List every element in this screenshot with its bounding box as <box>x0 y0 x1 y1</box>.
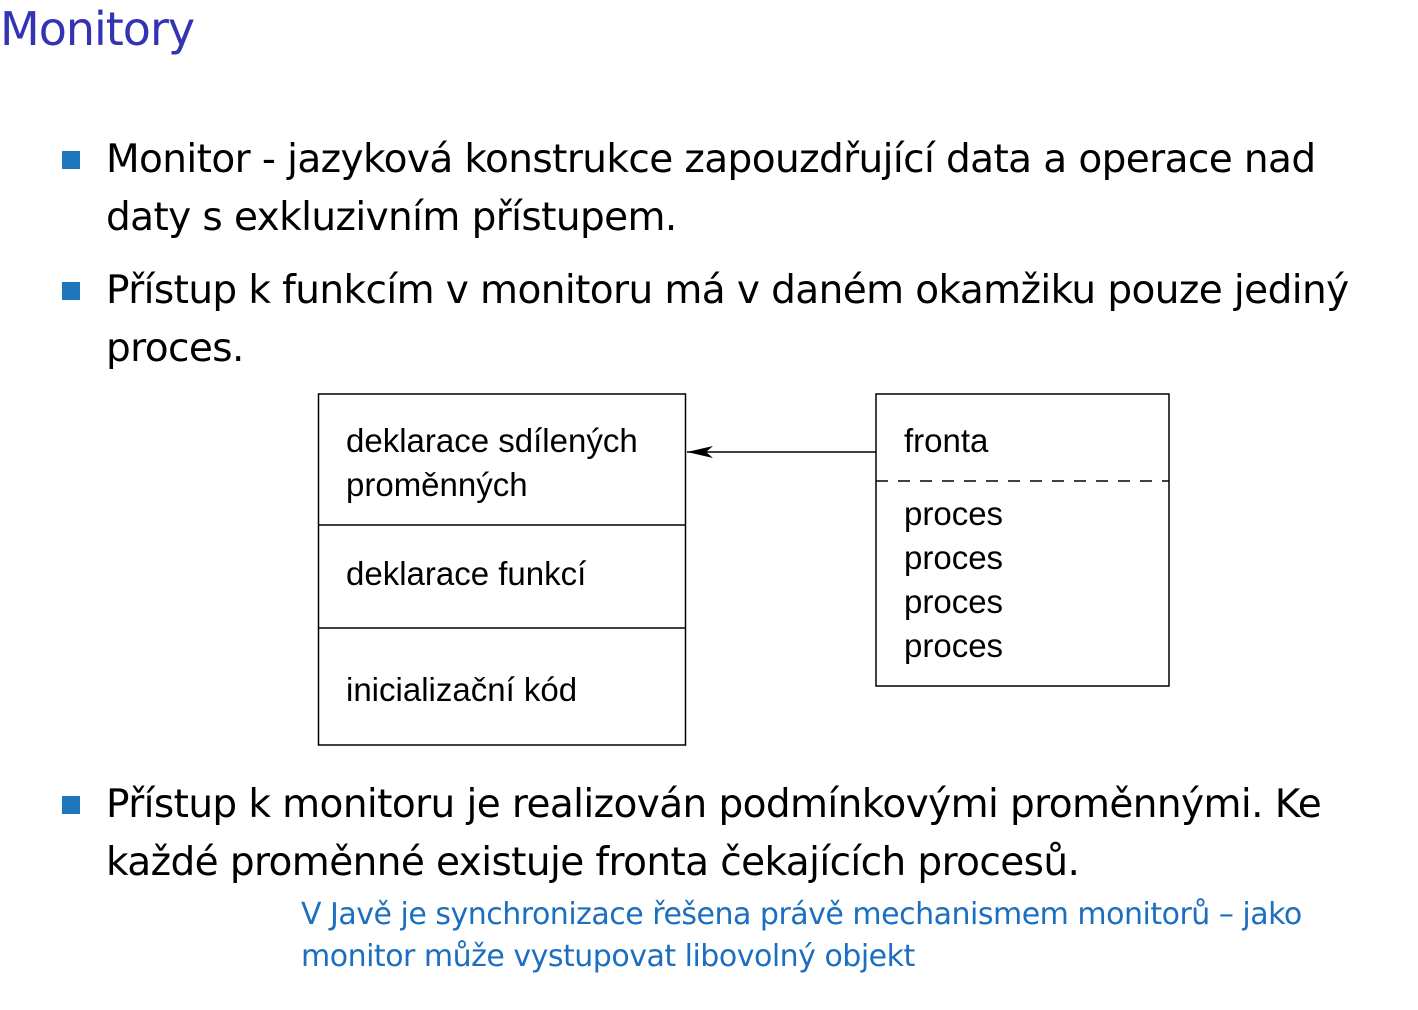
bullet-item-monitor-definition: Monitor - jazyková konstrukce zapouzdřuj… <box>60 131 1400 247</box>
queue-process-item: proces <box>904 583 1003 620</box>
queue-process-item: proces <box>904 495 1003 532</box>
slide-title: Monitory <box>0 2 195 56</box>
java-note: V Javě je synchronizace řešena právě mec… <box>301 897 1302 974</box>
monitor-box <box>317 393 687 746</box>
bullet-square-icon <box>62 282 80 300</box>
monitor-shared-variables-label-line2: proměnných <box>346 466 528 503</box>
monitor-diagram: deklarace sdílených proměnných deklarace… <box>317 393 1170 746</box>
monitor-shared-variables-label-line1: deklarace sdílených <box>346 422 638 459</box>
bullet-text: Přístup k monitoru je realizován podmínk… <box>106 782 1322 885</box>
queue-process-item: proces <box>904 627 1003 664</box>
queue-header-label: fronta <box>904 422 989 459</box>
bullet-text: Přístup k funkcím v monitoru má v daném … <box>106 268 1349 371</box>
bullet-item-condition-variables: Přístup k monitoru je realizován podmínk… <box>60 776 1400 892</box>
bullet-item-single-process-access: Přístup k funkcím v monitoru má v daném … <box>60 262 1400 378</box>
bullet-square-icon <box>62 796 80 814</box>
queue-process-item: proces <box>904 539 1003 576</box>
bullet-square-icon <box>62 151 80 169</box>
monitor-functions-label: deklarace funkcí <box>346 555 586 592</box>
monitor-init-code-label: inicializační kód <box>346 671 577 708</box>
bullet-text: Monitor - jazyková konstrukce zapouzdřuj… <box>106 137 1316 240</box>
queue-box <box>875 393 1170 687</box>
